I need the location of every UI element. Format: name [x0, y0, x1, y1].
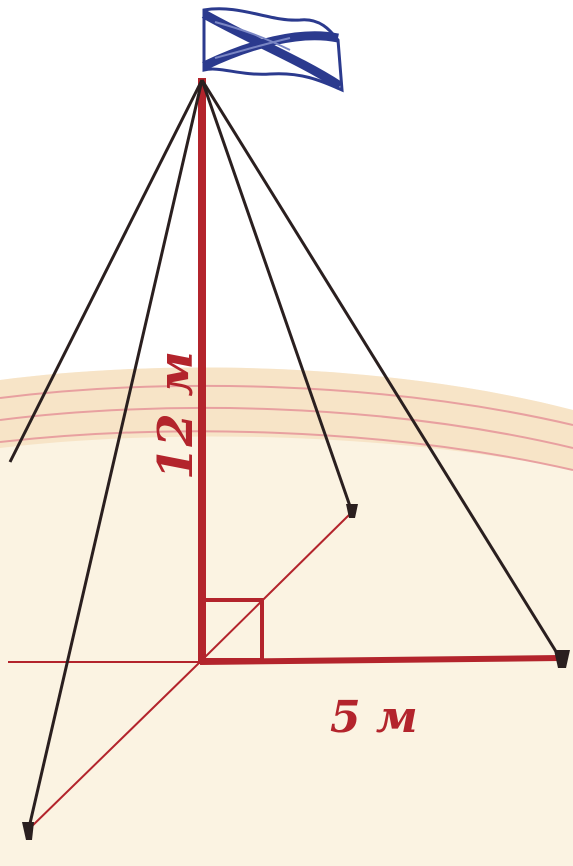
flag-stripes — [214, 21, 291, 59]
ground-area — [0, 367, 573, 866]
height-label: 12 м — [148, 351, 204, 480]
cable-front-left — [26, 79, 204, 833]
cable-back — [200, 79, 354, 513]
stake-front — [22, 822, 34, 840]
stake-back — [346, 504, 358, 518]
cables — [8, 79, 562, 833]
horizon-line-1 — [0, 384, 573, 426]
cable-left — [8, 79, 204, 463]
horizon-line-3 — [0, 430, 573, 471]
horizon-line-2 — [0, 406, 573, 449]
diagonal-line-front — [27, 661, 201, 831]
stake-right — [554, 650, 570, 668]
base-label: 5 м — [330, 692, 418, 743]
st-andrews-flag-icon — [201, 7, 344, 93]
diagonal-line-back — [199, 511, 353, 663]
stakes — [22, 504, 570, 840]
cable-right — [200, 79, 562, 659]
flag-cross-2 — [202, 31, 339, 71]
ground-lines — [8, 511, 561, 831]
